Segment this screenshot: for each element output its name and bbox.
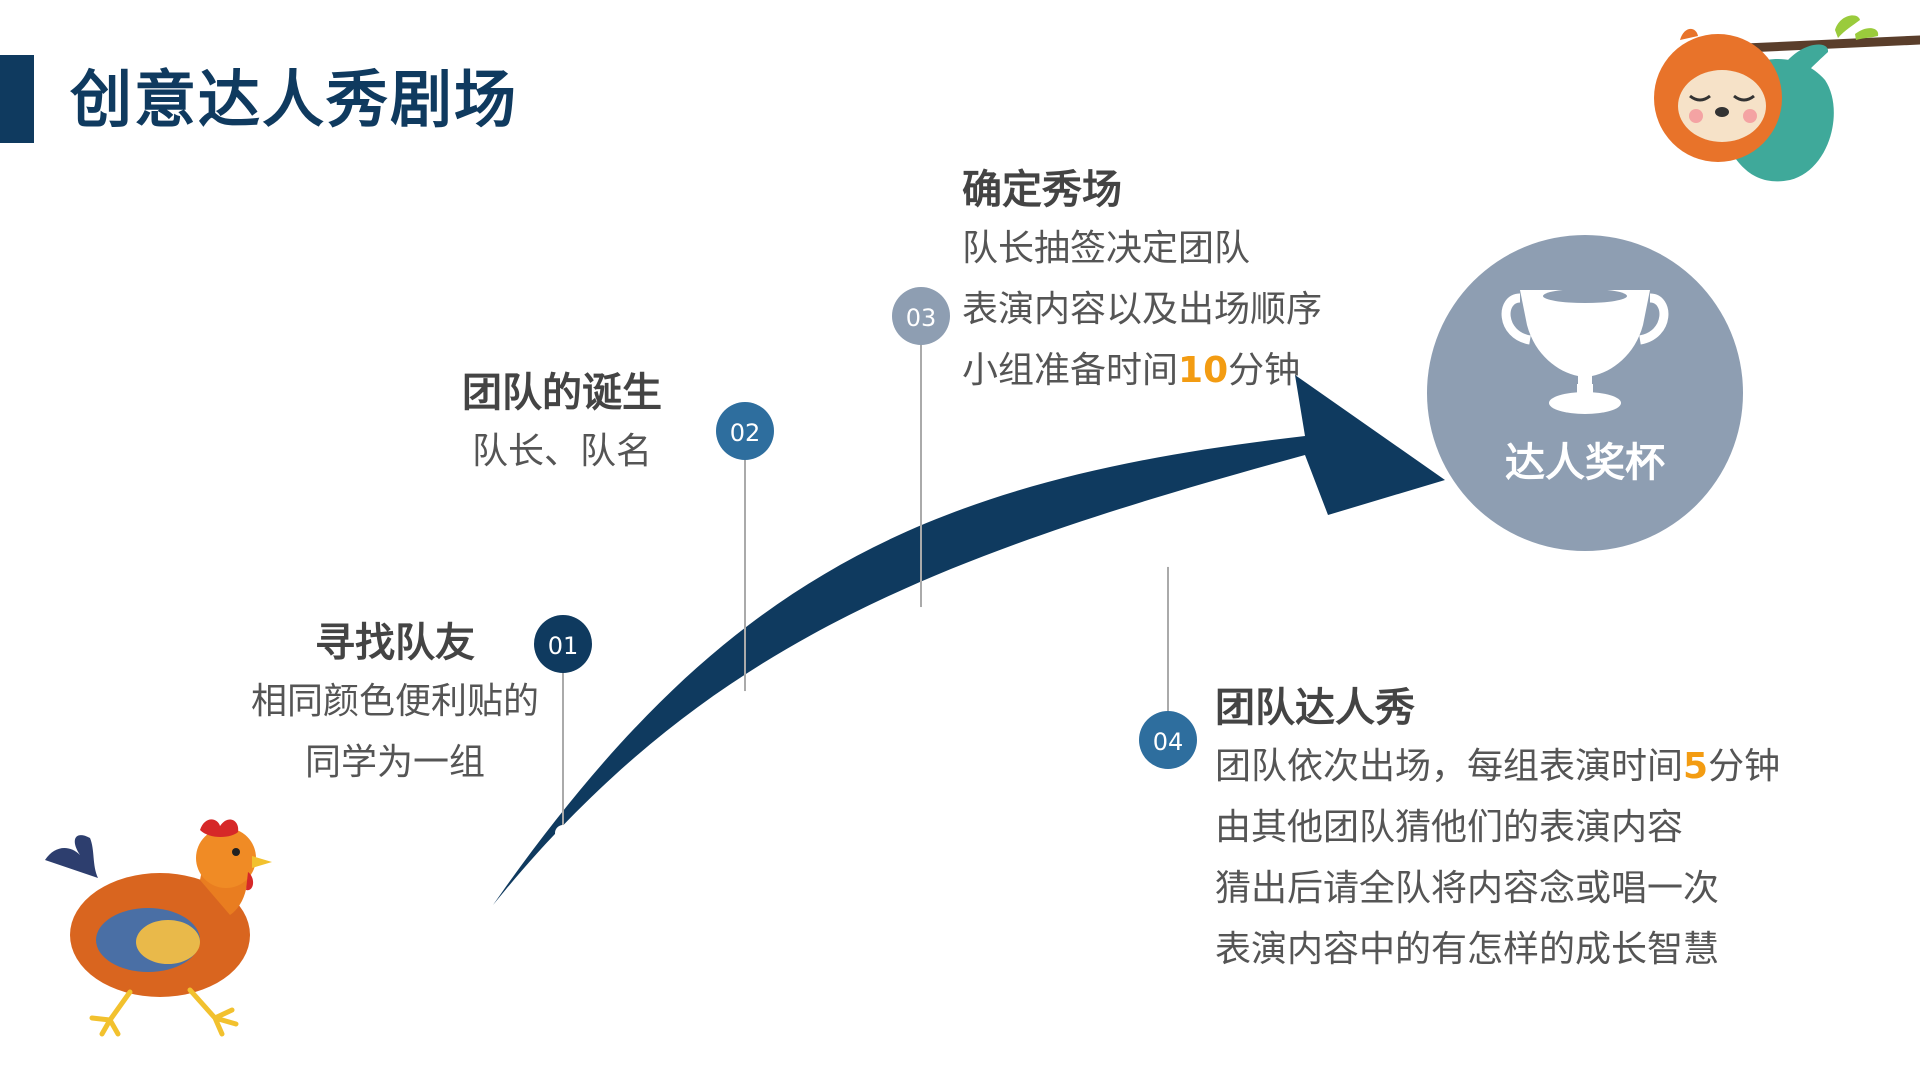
progress-arrow xyxy=(493,375,1445,905)
step-02: 团队的诞生 队长、队名 xyxy=(412,365,712,482)
arrow-dot-02 xyxy=(732,691,758,717)
step-number-01: 01 xyxy=(548,632,579,660)
step-02-heading: 团队的诞生 xyxy=(462,370,662,416)
step-03: 确定秀场 队长抽签决定团队 表演内容以及出场顺序 小组准备时间10分钟 xyxy=(962,162,1322,401)
step-number-02: 02 xyxy=(730,419,761,447)
step-04-line-2: 由其他团队猜他们的表演内容 xyxy=(1215,807,1684,848)
step-03-line-3: 小组准备时间10分钟 xyxy=(962,340,1322,401)
sloth-illustration xyxy=(1654,15,1920,182)
step-04-line-4: 表演内容中的有怎样的成长智慧 xyxy=(1215,929,1720,970)
step-badge-03: 03 xyxy=(892,287,950,345)
step-04-line-3: 猜出后请全队将内容念或唱一次 xyxy=(1215,868,1720,909)
step-04-highlight: 5 xyxy=(1683,746,1709,787)
step-04-heading: 团队达人秀 xyxy=(1215,685,1415,731)
step-01: 寻找队友 相同颜色便利贴的 同学为一组 xyxy=(230,615,560,793)
chicken-illustration xyxy=(45,819,272,1037)
step-number-03: 03 xyxy=(906,304,937,332)
step-01-line-1: 相同颜色便利贴的 xyxy=(250,681,539,722)
step-03-line-3-pre: 小组准备时间 xyxy=(962,350,1179,391)
trophy-icon xyxy=(1501,289,1669,414)
step-04-line-1-pre: 团队依次出场，每组表演时间 xyxy=(1215,746,1684,787)
step-badge-01: 01 xyxy=(534,615,592,673)
step-03-heading: 确定秀场 xyxy=(962,167,1122,213)
step-03-line-2: 表演内容以及出场顺序 xyxy=(962,289,1323,330)
step-04-line-1-post: 分钟 xyxy=(1708,746,1781,787)
step-02-line-1: 队长、队名 xyxy=(471,431,652,472)
title-accent-bar xyxy=(0,55,34,143)
page-title: 创意达人秀剧场 xyxy=(70,63,519,136)
step-04-line-1: 团队依次出场，每组表演时间5分钟 xyxy=(1215,736,1780,797)
step-01-line-2: 同学为一组 xyxy=(304,742,485,783)
arrow-dot-04 xyxy=(1148,527,1188,567)
step-number-04: 04 xyxy=(1153,728,1184,756)
step-01-heading: 寻找队友 xyxy=(315,620,475,666)
step-badge-02: 02 xyxy=(716,402,774,460)
step-badge-04: 04 xyxy=(1139,711,1197,769)
step-03-highlight: 10 xyxy=(1178,350,1229,391)
goal-label: 达人奖杯 xyxy=(1505,440,1665,486)
step-03-line-1: 队长抽签决定团队 xyxy=(962,228,1251,269)
arrow-dot-03 xyxy=(905,607,937,639)
step-03-line-3-post: 分钟 xyxy=(1228,350,1301,391)
step-04: 团队达人秀 团队依次出场，每组表演时间5分钟 由其他团队猜他们的表演内容 猜出后… xyxy=(1215,680,1780,980)
arrow-dot-01 xyxy=(555,825,571,841)
